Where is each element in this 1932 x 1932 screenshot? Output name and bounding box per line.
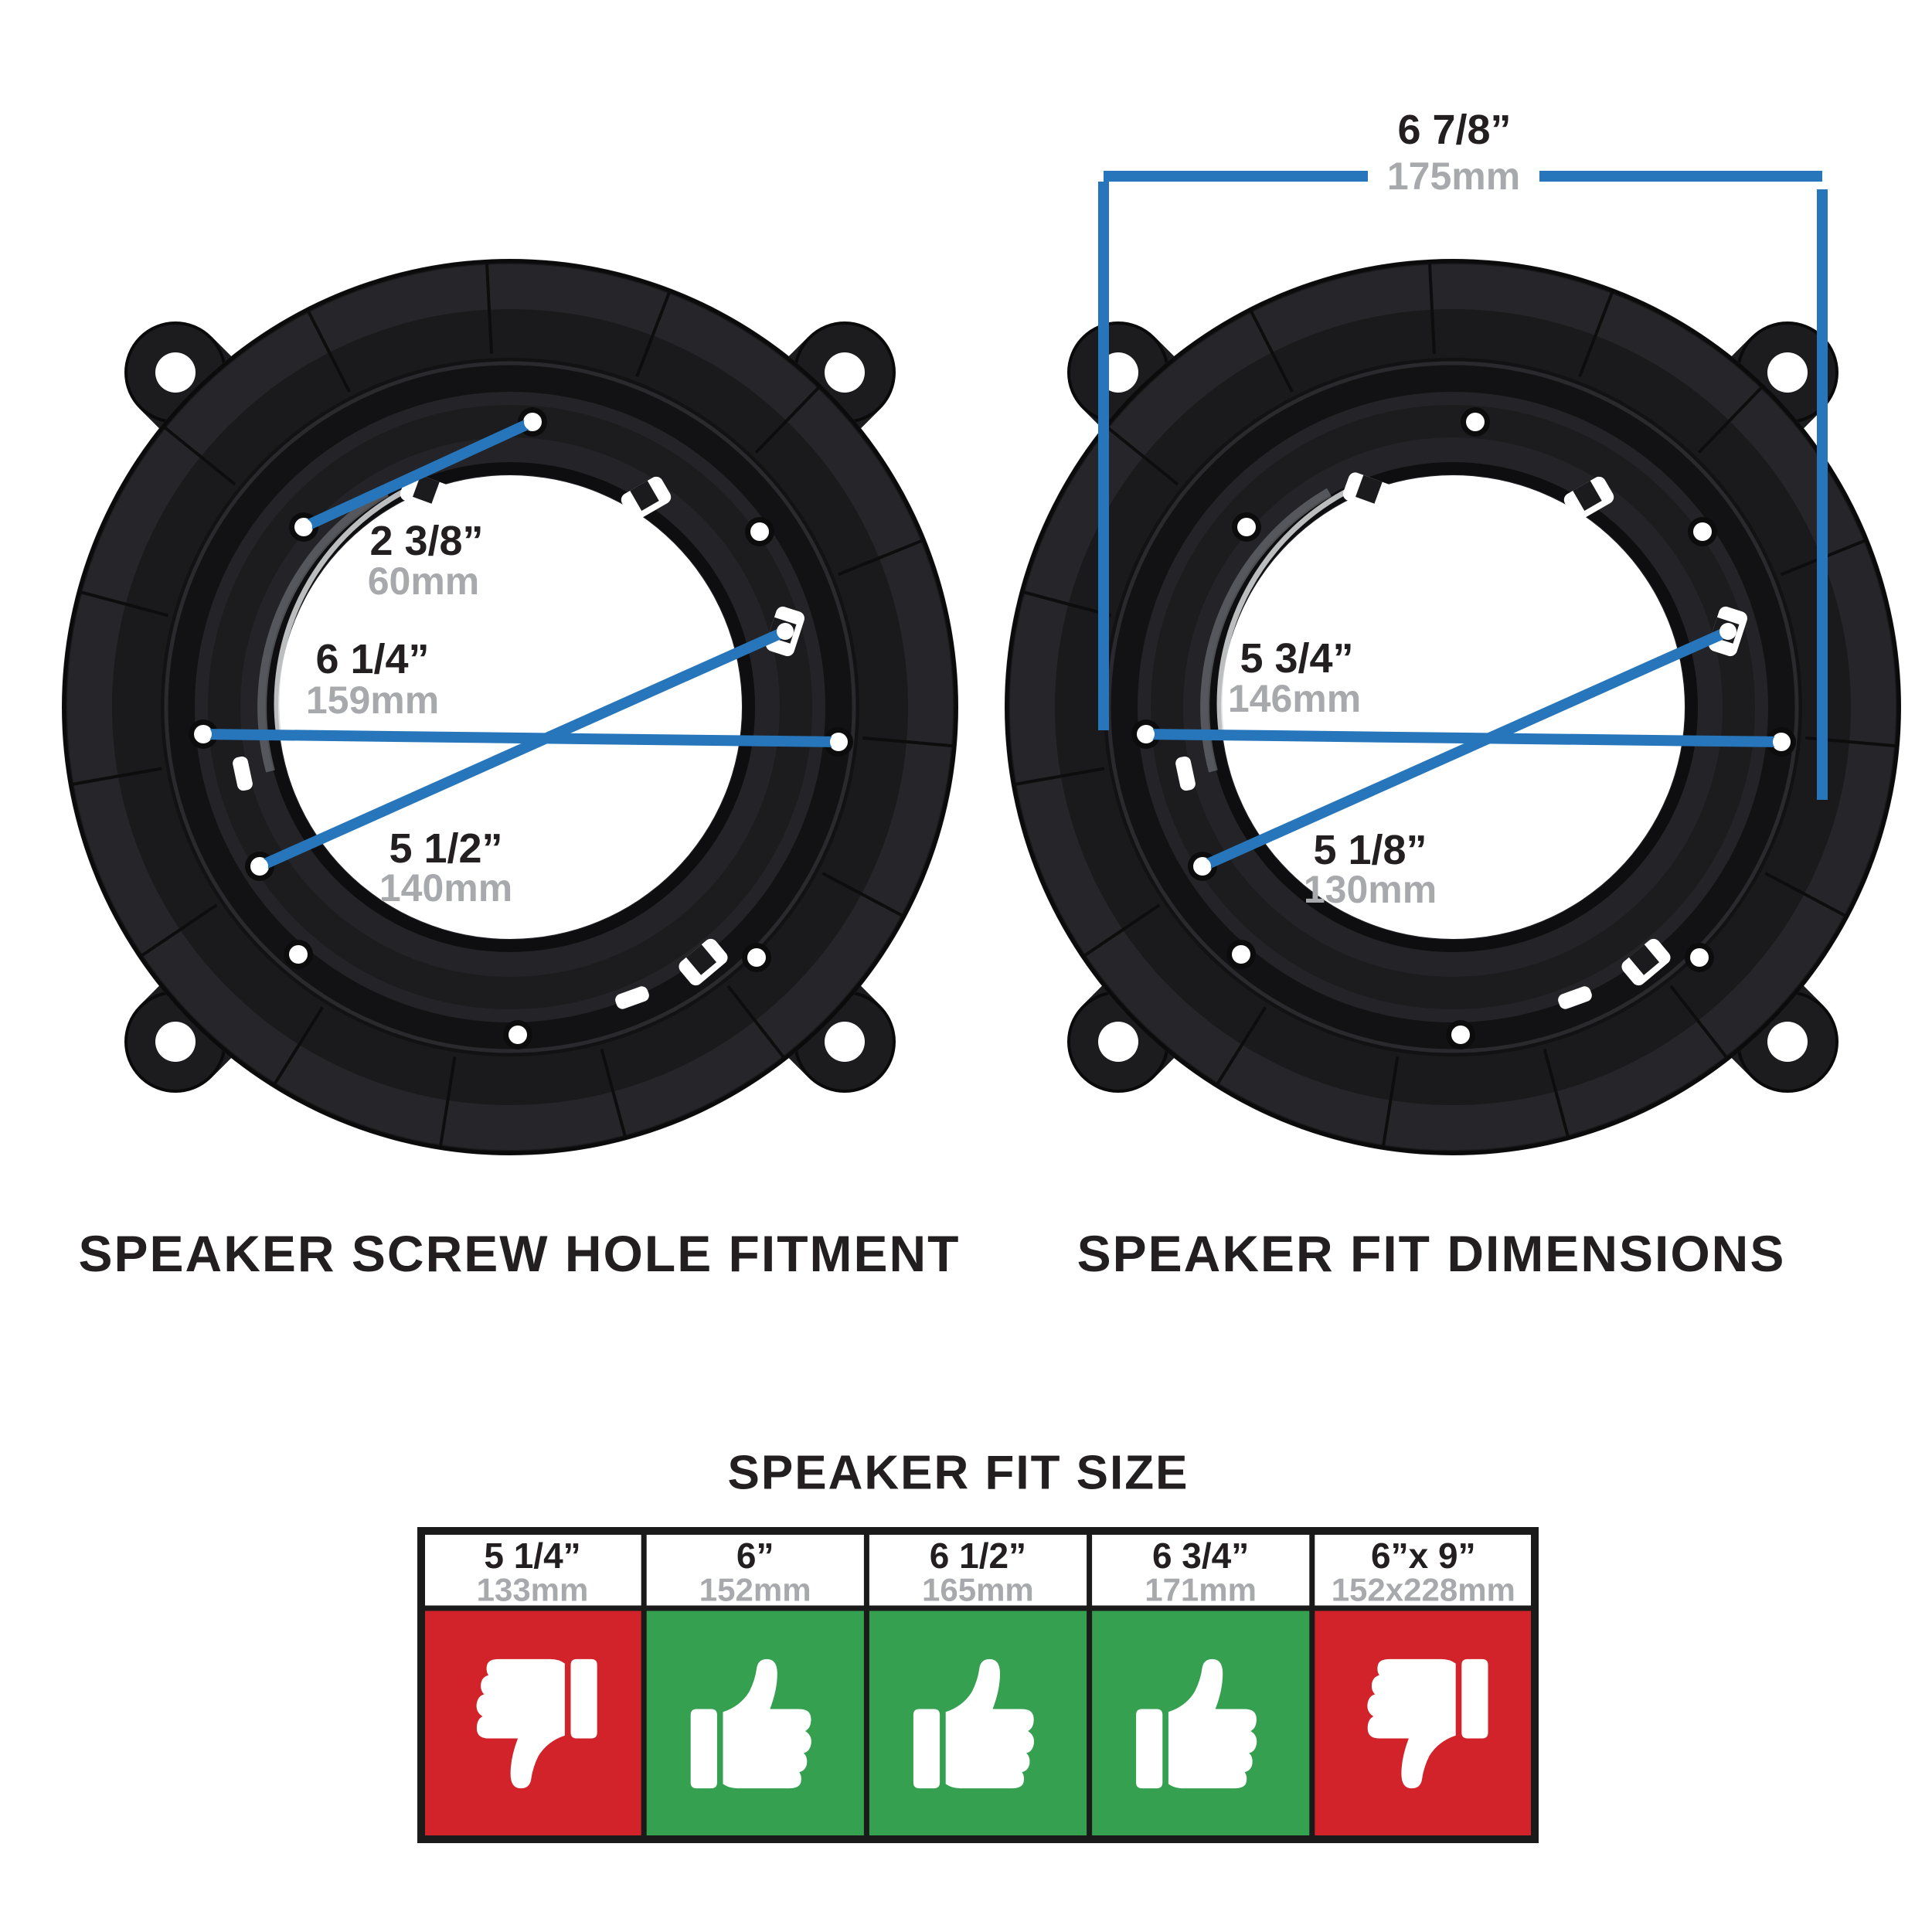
screw-hole-marker: [1719, 623, 1736, 640]
right-caption: SPEAKER FIT DIMENSIONS: [1077, 1225, 1786, 1282]
dimension-line-5-1-2: [257, 626, 787, 872]
measurement-6-1-4-mm: 159mm: [306, 679, 439, 722]
dimension-line-5-3-4: [1145, 729, 1782, 747]
measurement-6-1-4-in: 6 1/4”: [315, 636, 429, 682]
screw-hole-marker: [524, 413, 541, 430]
screw-hole-marker: [251, 858, 268, 875]
speaker-bracket-photo-right: [1005, 259, 1901, 1155]
column-size-label: 6 1/2”: [930, 1536, 1026, 1576]
speaker-fit-size-section: SPEAKER FIT SIZE 5 1/4” 133mm 6” 152mm 6…: [417, 1447, 1539, 1843]
dimension-line-2-3-8: [301, 417, 535, 532]
screw-hole-marker: [830, 733, 847, 750]
fit-column-6-3-4: 6 3/4” 171mm: [1087, 1531, 1312, 1839]
measurement-6-7-8-in: 6 7/8”: [1397, 107, 1511, 153]
dimension-line-6-1-4: [202, 729, 839, 747]
column-size-label: 6 3/4”: [1152, 1536, 1249, 1576]
screw-hole-marker: [1773, 733, 1790, 750]
fit-column-5-1-4: 5 1/4” 133mm: [421, 1531, 645, 1839]
screw-hole-marker: [295, 519, 312, 536]
measurement-5-1-8-in: 5 1/8”: [1313, 827, 1427, 873]
column-size-label: 6”x 9”: [1371, 1536, 1476, 1576]
fit-column-6x9: 6”x 9” 152x228mm: [1309, 1531, 1535, 1839]
screw-hole-marker: [1138, 726, 1155, 743]
measurement-2-3-8-in: 2 3/8”: [369, 518, 483, 564]
column-mm-label: 152mm: [699, 1572, 811, 1608]
dimension-line-5-1-8: [1200, 626, 1730, 872]
left-caption: SPEAKER SCREW HOLE FITMENT: [78, 1225, 960, 1282]
column-mm-label: 171mm: [1145, 1572, 1257, 1608]
measurement-6-7-8-mm: 175mm: [1387, 155, 1520, 198]
screw-hole-marker: [195, 726, 212, 743]
measurement-2-3-8-mm: 60mm: [368, 560, 480, 603]
measurement-5-1-2-mm: 140mm: [379, 866, 512, 910]
measurement-5-1-8-mm: 130mm: [1304, 868, 1437, 911]
table-outer-border: [417, 1527, 1539, 1843]
measurement-5-3-4-mm: 146mm: [1228, 677, 1361, 720]
fit-column-6-1-2: 6 1/2” 165mm: [863, 1531, 1090, 1839]
fit-size-title: SPEAKER FIT SIZE: [728, 1447, 1189, 1500]
column-size-label: 6”: [736, 1536, 774, 1576]
fit-column-6: 6” 152mm: [641, 1531, 867, 1839]
dimension-lines-left: [195, 413, 847, 875]
speaker-bracket-photo-left: [62, 259, 958, 1155]
column-mm-label: 133mm: [477, 1572, 589, 1608]
measurement-5-1-2-in: 5 1/2”: [389, 825, 502, 872]
screw-hole-fitment-diagram: 2 3/8” 60mm 6 1/4” 159mm 5 1/2” 140mm SP…: [62, 259, 961, 1282]
dimension-lines-right: [1098, 171, 1828, 875]
screw-hole-marker: [1194, 858, 1211, 875]
column-mm-label: 165mm: [922, 1572, 1034, 1608]
fit-dimensions-diagram: 6 7/8” 175mm 5 3/4” 146mm 5 1/8” 130mm S…: [1005, 107, 1901, 1282]
measurement-5-3-4-in: 5 3/4”: [1240, 635, 1353, 682]
column-size-label: 5 1/4”: [484, 1536, 580, 1576]
screw-hole-marker: [777, 623, 794, 640]
column-mm-label: 152x228mm: [1332, 1572, 1515, 1608]
